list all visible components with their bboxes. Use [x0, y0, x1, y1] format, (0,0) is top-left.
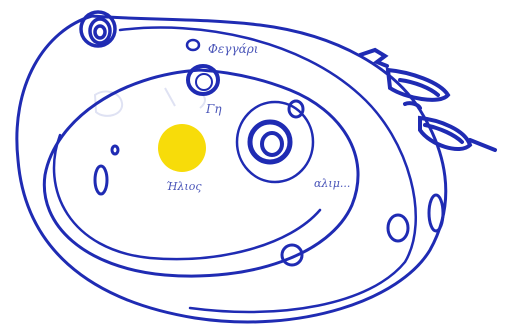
scribble-top-right	[360, 50, 495, 150]
planet-bottom	[282, 195, 443, 265]
planet-ringed	[237, 101, 313, 182]
label-earth: Γη	[205, 102, 222, 116]
label-sun: Ήλιος	[166, 180, 202, 193]
planet-small-left	[95, 146, 118, 194]
outer-orbit-2	[120, 28, 416, 312]
label-planet: αλιμ...	[314, 177, 350, 190]
middle-orbit	[44, 70, 358, 276]
faint-background-mark	[95, 88, 205, 116]
label-moon: Φεγγάρι	[208, 42, 258, 56]
sun	[158, 124, 206, 172]
